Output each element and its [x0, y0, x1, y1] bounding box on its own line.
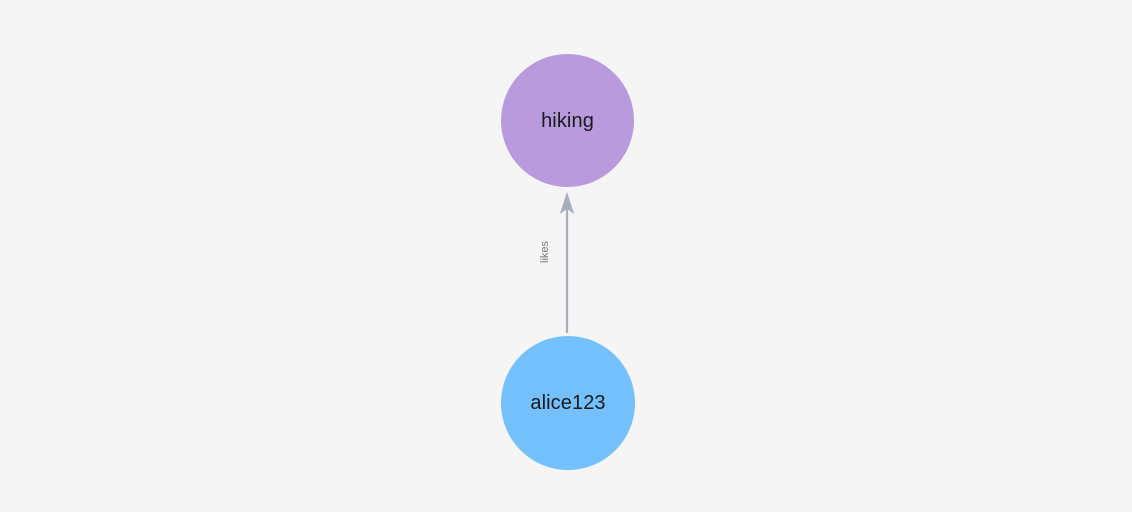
edge-label-likes: likes: [539, 240, 551, 263]
graph-node-label: alice123: [530, 392, 606, 414]
edge-arrowhead-icon: [559, 192, 575, 214]
graph-node-label: hiking: [541, 109, 594, 132]
edge-alice123-likes-hiking[interactable]: [559, 192, 575, 333]
graph-node-alice123[interactable]: alice123: [501, 336, 635, 470]
graph-node-hiking[interactable]: hiking: [501, 54, 634, 187]
